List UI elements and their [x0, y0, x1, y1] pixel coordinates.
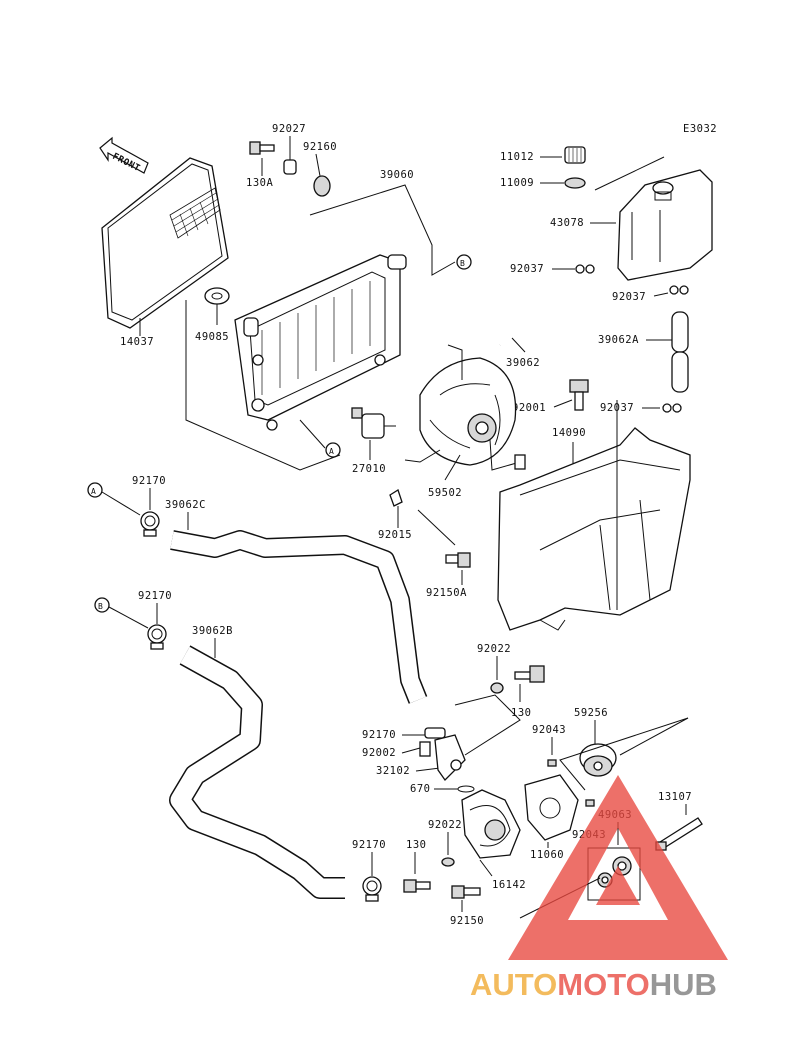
- part-label-92022-top: 92022: [477, 643, 511, 655]
- pin-icon: [585, 799, 595, 807]
- hose-clamp-icon: [575, 264, 595, 274]
- svg-text:B: B: [98, 602, 103, 611]
- part-label-16142: 16142: [492, 879, 526, 891]
- shaft-part: [655, 817, 703, 851]
- part-label-92170-mid: 92170: [362, 729, 396, 741]
- coolant-hose-c-part: [170, 531, 426, 704]
- part-label-92027: 92027: [272, 123, 306, 135]
- part-label-92150: 92150: [450, 915, 484, 927]
- washer-icon: [490, 682, 504, 694]
- o-ring-icon: [457, 785, 475, 793]
- reservoir-cap-part: [564, 146, 586, 164]
- part-label-11012: 11012: [500, 151, 534, 163]
- part-label-92043-top: 92043: [532, 724, 566, 736]
- part-label-43078: 43078: [550, 217, 584, 229]
- part-label-92170-a: 92170: [132, 475, 166, 487]
- part-label-92037-mid: 92037: [612, 291, 646, 303]
- hose-clamp-icon: [140, 511, 160, 537]
- part-label-13107: 13107: [658, 791, 692, 803]
- svg-text:A: A: [329, 447, 334, 456]
- part-label-130-top: 130: [511, 707, 531, 719]
- part-label-130a: 130A: [246, 177, 273, 189]
- clip-icon: [389, 489, 403, 507]
- bolt-icon: [403, 879, 431, 893]
- part-label-14037: 14037: [120, 336, 154, 348]
- part-label-92001: 92001: [512, 402, 546, 414]
- hose-clamp-icon: [362, 876, 382, 902]
- hose-clamp-icon: [662, 403, 682, 413]
- cap-seal-part: [204, 287, 230, 305]
- callout-a-icon: [325, 442, 341, 458]
- radiator-screen-part: [101, 157, 229, 336]
- part-label-92150a: 92150A: [426, 587, 467, 599]
- part-label-59502: 59502: [428, 487, 462, 499]
- part-label-92037-top: 92037: [510, 263, 544, 275]
- part-label-92015: 92015: [378, 529, 412, 541]
- part-label-39062: 39062: [506, 357, 540, 369]
- svg-text:A: A: [91, 487, 96, 496]
- watermark-logo: AUTOMOTOHUB: [470, 775, 728, 1002]
- part-label-92002: 92002: [362, 747, 396, 759]
- fan-switch-part: [351, 407, 396, 439]
- part-label-39060: 39060: [380, 169, 414, 181]
- svg-text:AUTOMOTOHUB: AUTOMOTOHUB: [470, 967, 717, 1002]
- part-label-92022-bot: 92022: [428, 819, 462, 831]
- svg-text:B: B: [460, 259, 465, 268]
- part-label-130-bot: 130: [406, 839, 426, 851]
- bolt-icon: [249, 141, 297, 175]
- part-label-14090: 14090: [552, 427, 586, 439]
- part-label-92160: 92160: [303, 141, 337, 153]
- part-label-11009: 11009: [500, 177, 534, 189]
- tube-part: [671, 311, 689, 393]
- hose-clamp-icon: [147, 624, 167, 650]
- part-label-92170-b: 92170: [138, 590, 172, 602]
- callout-b-icon: [456, 254, 472, 270]
- breather-hose-part: [497, 280, 574, 349]
- seal-ring-icon: [564, 177, 586, 189]
- bolt-icon: [445, 552, 471, 568]
- front-arrow-icon: FRONT: [99, 136, 149, 174]
- part-label-49085: 49085: [195, 331, 229, 343]
- part-label-39062c: 39062C: [165, 499, 206, 511]
- part-label-11060: 11060: [530, 849, 564, 861]
- impeller-part: [579, 743, 617, 777]
- bolt-icon: [569, 379, 589, 411]
- pipe-fitting-part: [419, 734, 466, 782]
- part-label-27010: 27010: [352, 463, 386, 475]
- radiator-part: [234, 254, 407, 431]
- hose-clamp-icon: [424, 727, 446, 739]
- part-label-39062a: 39062A: [598, 334, 639, 346]
- reservoir-tank-part: [617, 169, 713, 281]
- part-label-670: 670: [410, 783, 430, 795]
- bolt-icon: [451, 885, 481, 899]
- grommet-icon: [313, 175, 331, 197]
- bolt-icon: [514, 665, 545, 683]
- part-label-39062b: 39062B: [192, 625, 233, 637]
- part-label-59256: 59256: [574, 707, 608, 719]
- hose-clamp-icon: [669, 285, 689, 295]
- pump-body-part: [461, 789, 521, 859]
- cooling-fan-part: [404, 344, 526, 471]
- fan-shroud-part: [497, 427, 691, 631]
- part-label-32102: 32102: [376, 765, 410, 777]
- pump-cover-part: [524, 774, 579, 841]
- pin-icon: [547, 759, 557, 767]
- diagram-code: E3032: [683, 123, 717, 135]
- coolant-hose-b-part: [170, 646, 345, 898]
- part-label-92170-bot: 92170: [352, 839, 386, 851]
- washer-icon: [441, 857, 455, 867]
